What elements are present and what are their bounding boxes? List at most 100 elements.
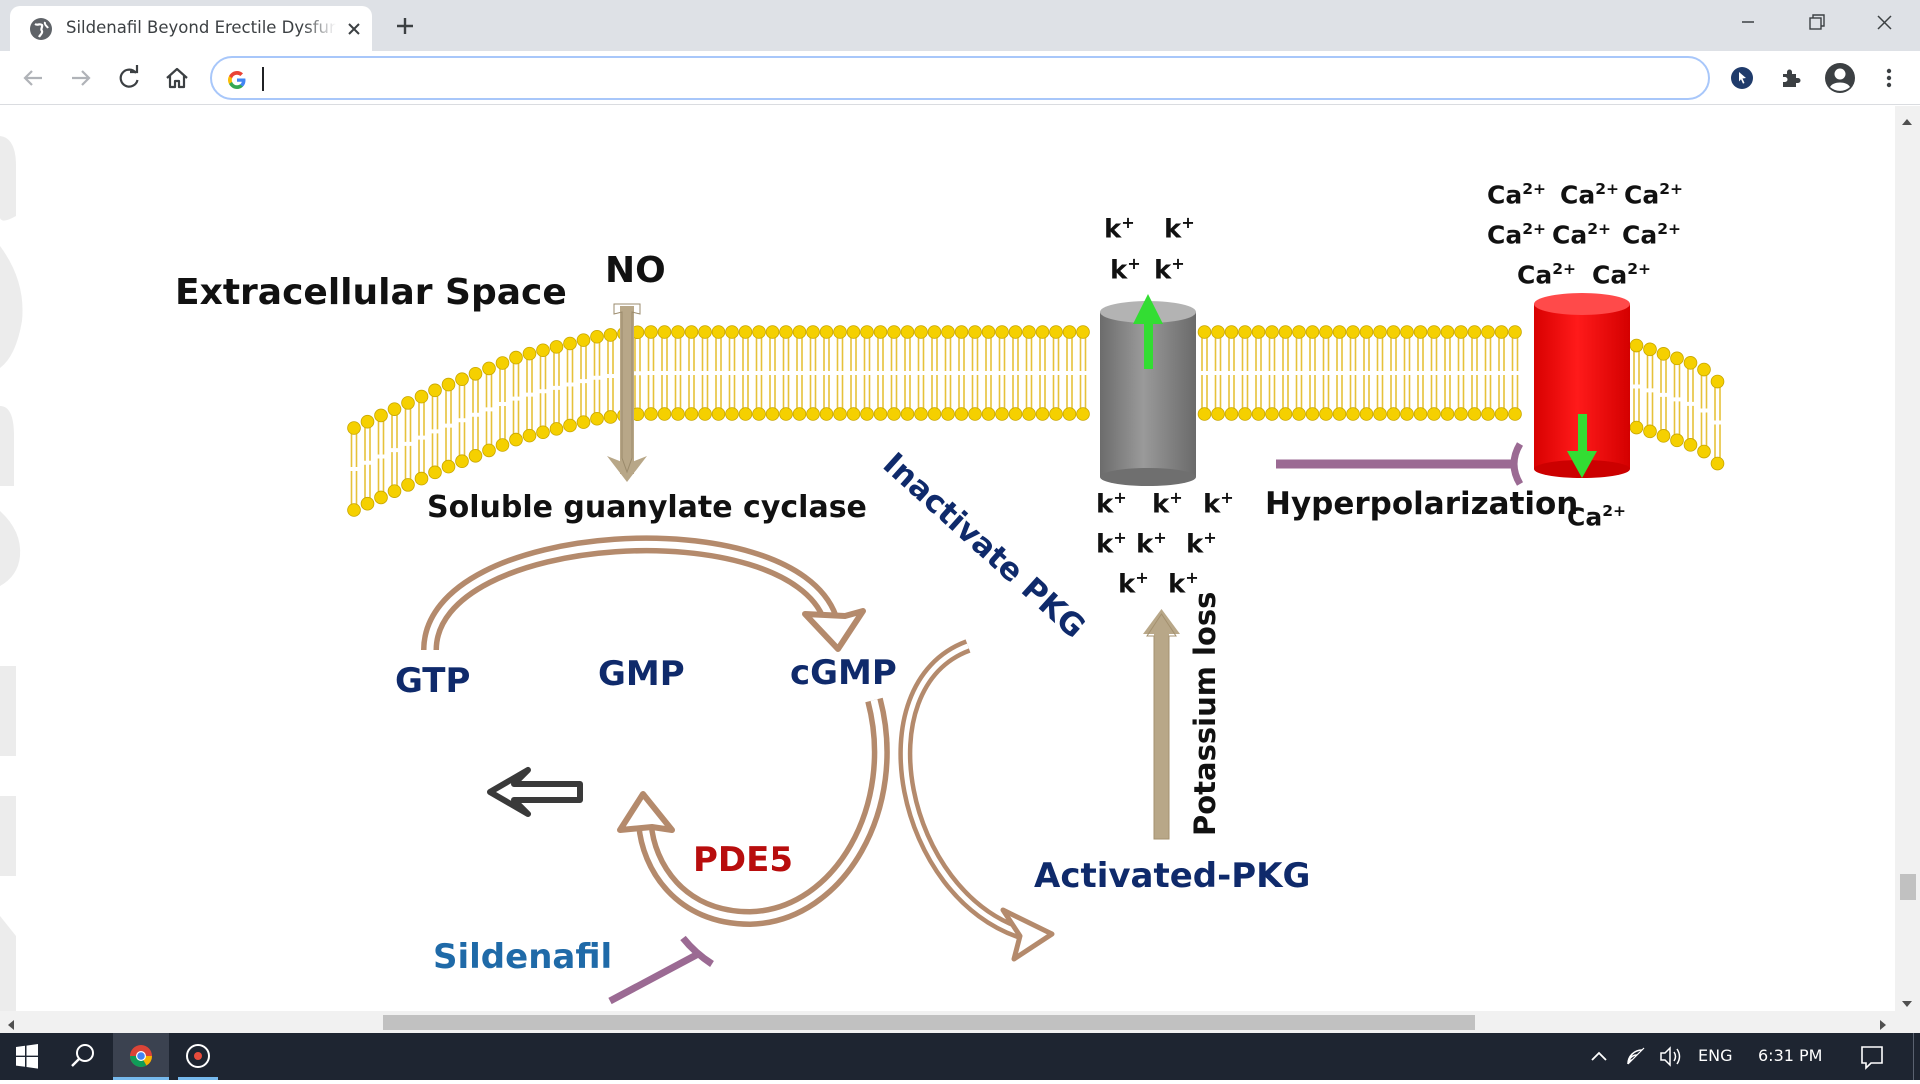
notifications-icon[interactable] bbox=[1854, 1033, 1890, 1080]
pkg-activation-arrow bbox=[898, 639, 1055, 962]
scroll-right-icon[interactable] bbox=[1878, 1016, 1888, 1035]
lipid-head bbox=[522, 428, 537, 443]
lipid-head bbox=[873, 407, 888, 421]
lipid-head bbox=[441, 459, 456, 474]
lipid-tail bbox=[1714, 386, 1721, 459]
minimize-icon[interactable] bbox=[1728, 8, 1768, 38]
lipid-head bbox=[657, 325, 672, 339]
vertical-scrollbar[interactable] bbox=[1895, 106, 1920, 1011]
lipid-tail bbox=[1498, 337, 1505, 409]
lipid-head bbox=[1224, 325, 1239, 339]
lipid-head bbox=[644, 325, 658, 339]
lipid-head bbox=[711, 325, 726, 339]
lipid-head bbox=[1305, 407, 1320, 421]
lipid-head bbox=[819, 407, 834, 421]
lipid-head bbox=[1062, 407, 1077, 421]
lipid-tail bbox=[1241, 337, 1249, 409]
forward-icon[interactable] bbox=[66, 63, 96, 93]
chrome-taskbar-icon[interactable] bbox=[113, 1033, 169, 1080]
lipid-tail bbox=[499, 368, 506, 440]
lipid-head bbox=[482, 361, 496, 376]
lipid-head bbox=[1697, 362, 1711, 377]
back-icon[interactable] bbox=[18, 63, 48, 93]
restore-icon[interactable] bbox=[1796, 8, 1836, 38]
lipid-head bbox=[846, 407, 861, 421]
lipid-head bbox=[1022, 407, 1036, 421]
search-icon[interactable] bbox=[58, 1033, 106, 1080]
soluble-guanylate-cyclase-label: Soluble guanylate cyclase bbox=[427, 490, 867, 525]
extensions-puzzle-icon[interactable] bbox=[1776, 63, 1806, 93]
lipid-tail bbox=[1079, 337, 1087, 409]
lipid-tail bbox=[472, 378, 479, 451]
vertical-scroll-thumb[interactable] bbox=[1900, 874, 1916, 900]
calcium-ion-outside: Ca2+ bbox=[1624, 180, 1683, 210]
lipid-head bbox=[684, 407, 699, 421]
lipid-tail bbox=[350, 433, 358, 505]
lipid-tail bbox=[593, 341, 601, 414]
potassium-ion-inside: k+ bbox=[1118, 568, 1149, 600]
lipid-head bbox=[536, 425, 550, 440]
reload-icon[interactable] bbox=[114, 63, 144, 93]
scroll-up-icon[interactable] bbox=[1901, 112, 1913, 131]
close-window-icon[interactable] bbox=[1864, 8, 1904, 38]
lipid-head bbox=[1508, 325, 1522, 339]
show-desktop-strip[interactable] bbox=[1913, 1033, 1914, 1080]
scroll-down-icon[interactable] bbox=[1901, 994, 1913, 1013]
lipid-head bbox=[1481, 325, 1495, 339]
browser-tab[interactable]: Sildenafil Beyond Erectile Dysfunction bbox=[10, 6, 372, 51]
lipid-head bbox=[1211, 407, 1225, 421]
lipid-head bbox=[563, 336, 577, 351]
profile-avatar-icon[interactable] bbox=[1823, 61, 1857, 95]
lipid-head bbox=[1076, 407, 1090, 421]
lipid-tail bbox=[553, 351, 560, 424]
potassium-ion-outside: k+ bbox=[1164, 213, 1195, 245]
lipid-tail bbox=[755, 337, 763, 409]
address-caret bbox=[262, 67, 264, 91]
lipid-head bbox=[1076, 325, 1090, 339]
lipid-head bbox=[1319, 325, 1333, 339]
lipid-head bbox=[1359, 407, 1374, 421]
lipid-head bbox=[1683, 438, 1698, 452]
windows-start-icon[interactable] bbox=[0, 1033, 54, 1080]
language-indicator[interactable]: ENG bbox=[1698, 1046, 1733, 1065]
potassium-ion-inside: k+ bbox=[1096, 488, 1127, 520]
lipid-tail bbox=[1322, 337, 1330, 409]
network-icon[interactable] bbox=[1622, 1033, 1652, 1080]
lipid-head bbox=[468, 448, 483, 463]
lipid-head bbox=[1413, 407, 1428, 421]
lipid-head bbox=[455, 454, 469, 469]
lipid-tail bbox=[1484, 337, 1492, 409]
lipid-head bbox=[792, 407, 807, 421]
calcium-ion-outside: Ca2+ bbox=[1552, 220, 1611, 250]
lipid-head bbox=[1346, 407, 1360, 421]
lipid-head bbox=[536, 343, 550, 358]
lipid-head bbox=[900, 407, 915, 421]
volume-icon[interactable] bbox=[1656, 1033, 1686, 1080]
lipid-head bbox=[1454, 325, 1468, 339]
calcium-ion-inside: Ca2+ bbox=[1567, 502, 1626, 532]
tray-chevron-up-icon[interactable] bbox=[1586, 1033, 1612, 1080]
scroll-left-icon[interactable] bbox=[6, 1016, 16, 1035]
horizontal-scrollbar[interactable] bbox=[0, 1011, 1895, 1033]
lipid-head bbox=[806, 325, 820, 339]
lipid-head bbox=[738, 407, 753, 421]
lipid-head bbox=[752, 325, 766, 339]
calcium-channel bbox=[1534, 293, 1630, 478]
lipid-head bbox=[806, 407, 820, 421]
lipid-head bbox=[927, 325, 942, 339]
media-app-icon[interactable] bbox=[172, 1033, 224, 1080]
address-bar[interactable] bbox=[210, 56, 1710, 100]
menu-kebab-icon[interactable] bbox=[1874, 63, 1904, 93]
new-tab-icon[interactable] bbox=[390, 11, 420, 41]
lipid-tail bbox=[1295, 337, 1303, 409]
lipid-tail bbox=[404, 407, 412, 480]
lipid-tail bbox=[364, 426, 371, 499]
lipid-head bbox=[1656, 347, 1671, 361]
tab-close-icon[interactable] bbox=[344, 19, 364, 39]
calcium-ion-outside: Ca2+ bbox=[1487, 180, 1546, 210]
lipid-head bbox=[941, 325, 955, 339]
extension-cursor-icon[interactable] bbox=[1727, 63, 1757, 93]
home-icon[interactable] bbox=[162, 63, 192, 93]
taskbar-clock[interactable]: 6:31 PM bbox=[1758, 1046, 1823, 1065]
horizontal-scroll-thumb[interactable] bbox=[383, 1015, 1475, 1030]
